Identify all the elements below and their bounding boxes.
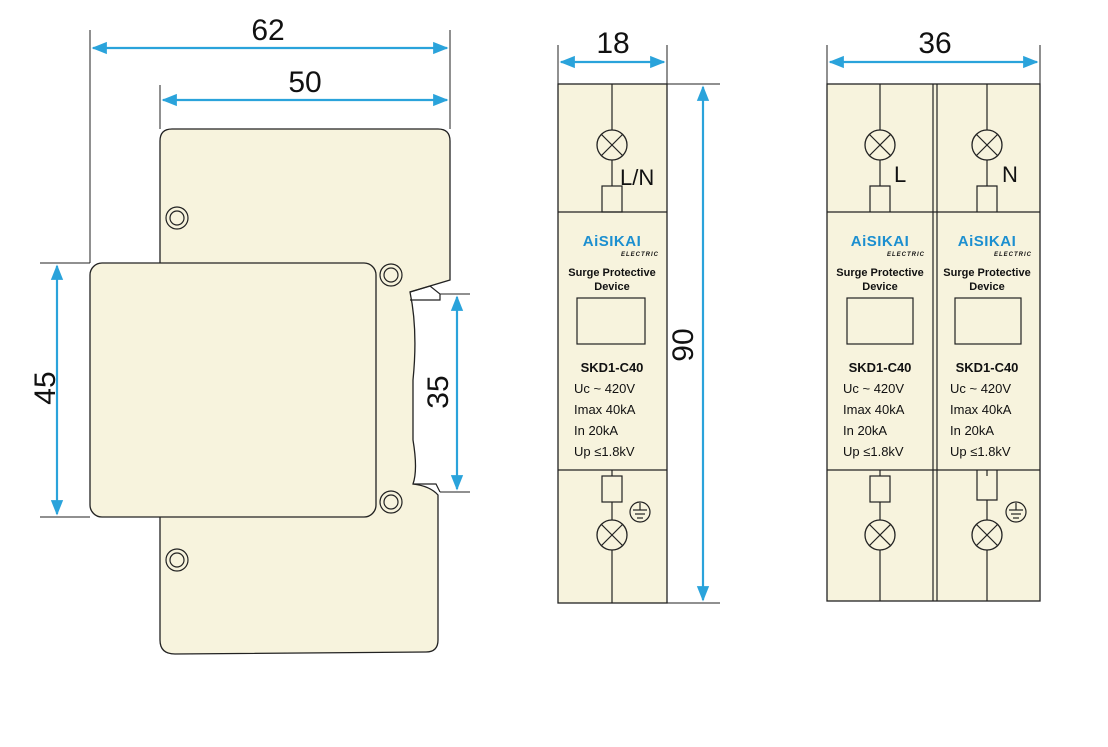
device-title-line2: Device — [862, 281, 897, 293]
spec-up: Up ≤1.8kV — [574, 444, 635, 459]
brand-logo: AiSIKAI — [583, 233, 642, 250]
single-pole-view: L/N AiSIKAI ELECTRIC Surge Protective De… — [557, 27, 720, 604]
model-number: SKD1-C40 — [581, 360, 644, 375]
device-title-line2: Device — [969, 281, 1004, 293]
status-window — [954, 297, 1022, 345]
brand-subtitle: ELECTRIC — [994, 252, 1032, 258]
model-number: SKD1-C40 — [849, 360, 912, 375]
spec-uc: Uc ~ 420V — [950, 381, 1011, 396]
dim-single-width: 18 — [596, 27, 629, 60]
device-title-line2: Device — [594, 281, 629, 293]
status-window — [576, 297, 646, 345]
spec-in: In 20kA — [843, 423, 887, 438]
dim-height: 90 — [667, 328, 700, 361]
side-view: 62 50 45 35 — [29, 14, 470, 655]
ground-icon — [629, 501, 651, 523]
ground-icon — [1005, 501, 1027, 523]
spec-up: Up ≤1.8kV — [843, 444, 904, 459]
double-pole-view: L AiSIKAI ELECTRIC Surge Protective Devi… — [826, 27, 1041, 602]
terminal-label-l: L — [894, 162, 906, 187]
brand-subtitle: ELECTRIC — [887, 252, 925, 258]
device-title-line1: Surge Protective — [836, 267, 923, 279]
terminal-label-ln: L/N — [620, 165, 654, 190]
status-window — [846, 297, 914, 345]
screw-bottom-right — [379, 490, 403, 514]
model-number: SKD1-C40 — [956, 360, 1019, 375]
device-title-line1: Surge Protective — [943, 267, 1030, 279]
dim-rail-width: 35 — [422, 375, 455, 408]
device-title-line1: Surge Protective — [568, 267, 655, 279]
spec-in: In 20kA — [950, 423, 994, 438]
brand-logo: AiSIKAI — [958, 233, 1017, 250]
dim-overall-depth: 62 — [251, 14, 284, 47]
spec-imax: Imax 40kA — [574, 402, 636, 417]
spec-uc: Uc ~ 420V — [574, 381, 635, 396]
terminal-label-n: N — [1002, 162, 1018, 187]
side-view-front-face — [89, 262, 377, 518]
dim-front-height: 45 — [29, 371, 62, 404]
spec-up: Up ≤1.8kV — [950, 444, 1011, 459]
dim-body-depth: 50 — [288, 66, 321, 99]
dim-double-width: 36 — [918, 27, 951, 60]
screw-top-right — [379, 263, 403, 287]
spec-in: In 20kA — [574, 423, 618, 438]
brand-subtitle: ELECTRIC — [621, 252, 659, 258]
spec-uc: Uc ~ 420V — [843, 381, 904, 396]
screw-bottom-left — [165, 548, 189, 572]
screw-top-left — [165, 206, 189, 230]
spec-imax: Imax 40kA — [950, 402, 1012, 417]
spec-imax: Imax 40kA — [843, 402, 905, 417]
brand-logo: AiSIKAI — [851, 233, 910, 250]
